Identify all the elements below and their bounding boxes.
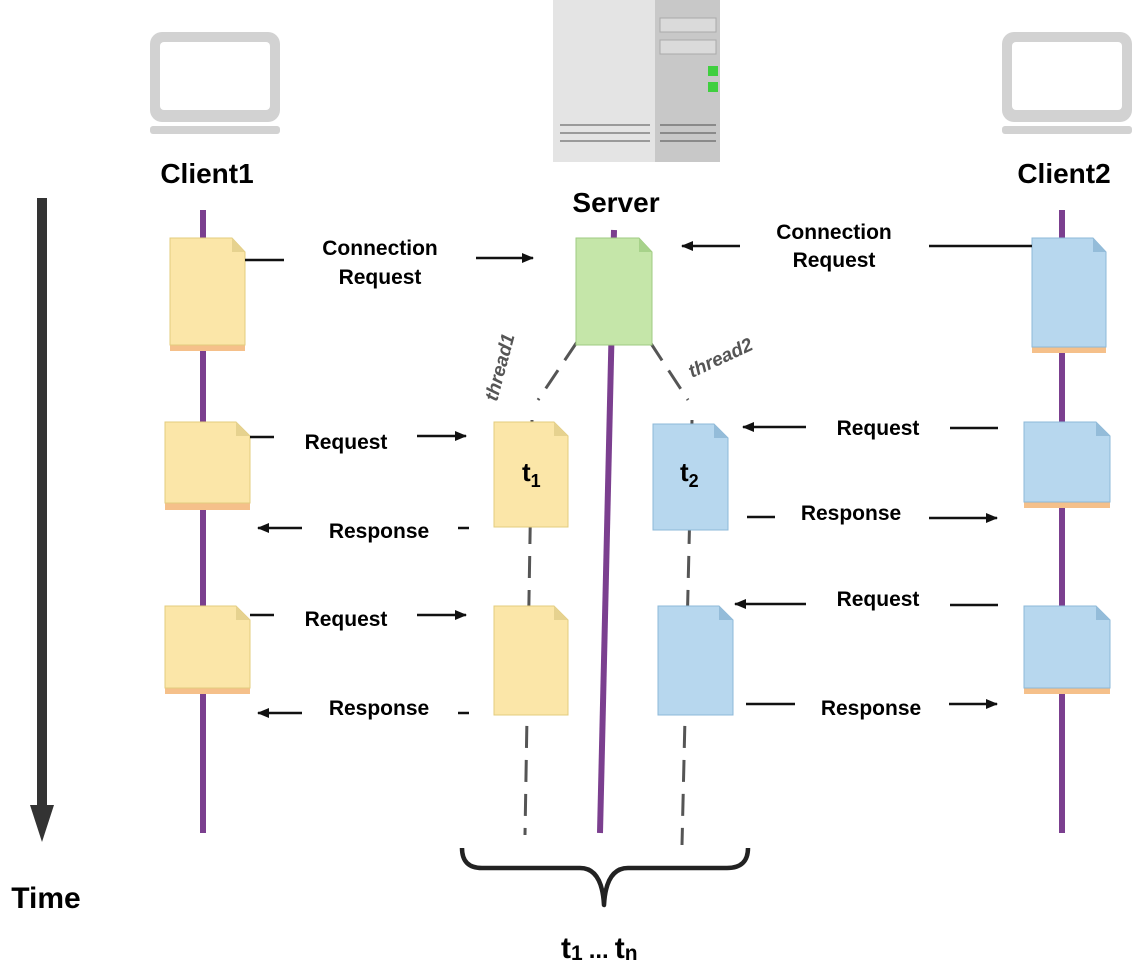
thread1-label: thread1	[482, 332, 520, 404]
client1-request1-doc	[164, 421, 251, 510]
client2-laptop-icon	[1002, 32, 1132, 134]
client1-request2-doc	[164, 605, 251, 694]
client1-laptop-icon	[150, 32, 280, 134]
c2-response1-label: Response	[801, 502, 901, 525]
server-connection-doc	[575, 237, 653, 346]
c2-request2-label: Request	[837, 588, 920, 611]
thread2-line	[648, 341, 694, 846]
thread1-line	[523, 341, 579, 836]
client2-connection-doc	[1031, 237, 1107, 353]
c2-request1-label: Request	[837, 417, 920, 440]
server-label: Server	[572, 187, 659, 218]
client2-label: Client2	[1017, 158, 1110, 189]
client1-label: Client1	[160, 158, 253, 189]
c2-response2-label: Response	[821, 697, 921, 720]
time-range-brace	[459, 847, 751, 908]
client2-request1-doc	[1023, 421, 1111, 508]
c1-response1-label: Response	[329, 520, 429, 543]
thread2-label: thread2	[685, 334, 756, 382]
client2-connection-label-2: Request	[793, 249, 876, 272]
client2-request2-doc	[1023, 605, 1111, 694]
thread2-doc-2	[657, 605, 734, 716]
server-icon	[553, 0, 720, 162]
client1-connection-label-1: Connection	[322, 237, 438, 260]
c1-response2-label: Response	[329, 697, 429, 720]
thread2-doc-1	[652, 423, 729, 531]
thread1-doc-1	[493, 421, 569, 528]
time-range-label: t1...tn	[561, 932, 638, 965]
thread2-time-label: t2	[680, 457, 699, 491]
client2-connection-label-1: Connection	[776, 221, 892, 244]
client1-connection-doc	[169, 237, 246, 351]
thread1-time-label: t1	[522, 457, 541, 491]
client1-connection-label-2: Request	[339, 266, 422, 289]
time-label: Time	[11, 882, 80, 915]
thread1-doc-2	[493, 605, 569, 716]
time-axis	[30, 198, 54, 842]
c1-request2-label: Request	[305, 608, 388, 631]
c1-request1-label: Request	[305, 431, 388, 454]
